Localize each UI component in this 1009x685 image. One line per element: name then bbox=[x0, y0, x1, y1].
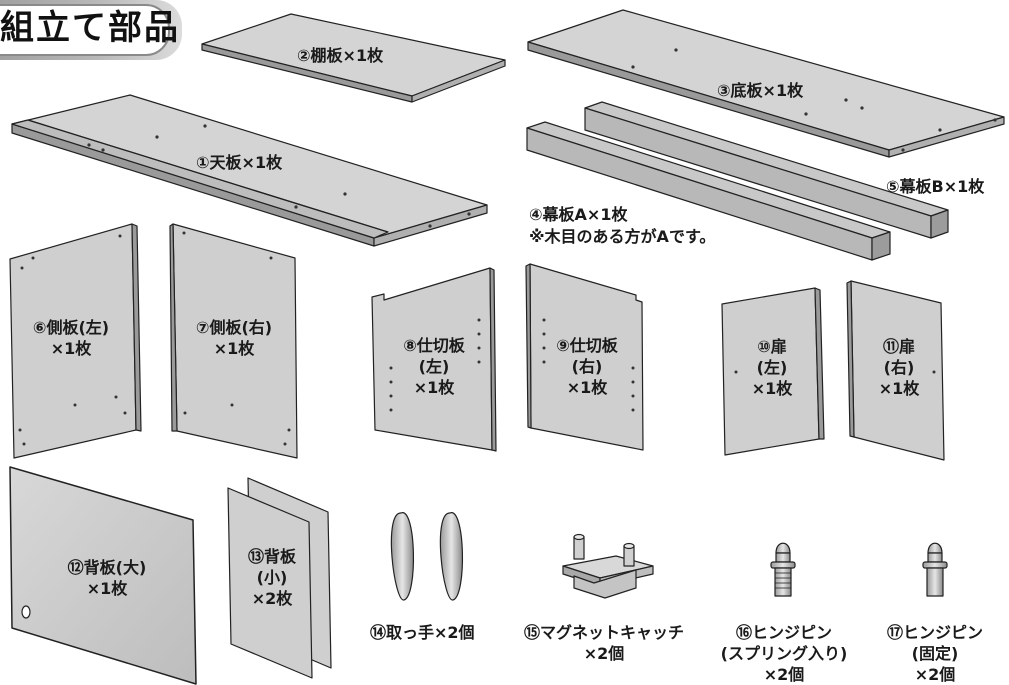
header-title: 組立て部品 bbox=[0, 8, 180, 48]
label-door-right: ⑪扉(右)×1枚 bbox=[878, 337, 920, 398]
hinge-pin-fixed-17 bbox=[922, 542, 948, 597]
label-top-board: ①天板×1枚 bbox=[196, 153, 283, 172]
label-back-board-small: ⑬背板(小)×2枚 bbox=[247, 547, 296, 608]
label-bottom-board: ③底板×1枚 bbox=[717, 81, 804, 100]
apron-b-5 bbox=[584, 101, 949, 239]
side-board-left-6 bbox=[9, 223, 142, 459]
handle-14 bbox=[390, 512, 463, 601]
label-shelf-board: ②棚板×1枚 bbox=[297, 46, 384, 65]
label-apron-a: ④幕板A×1枚 bbox=[529, 205, 628, 224]
label-back-board-large: ⑫背板(大)×1枚 bbox=[67, 558, 147, 598]
label-door-left: ⑩扉(左)×1枚 bbox=[751, 337, 793, 398]
bottom-board-3 bbox=[527, 9, 1005, 158]
apron-a-4 bbox=[526, 121, 891, 261]
label-apron-b: ⑤幕板B×1枚 bbox=[886, 177, 985, 196]
label-handle: ⑭取っ手×2個 bbox=[370, 623, 475, 642]
partition-right-9 bbox=[525, 263, 644, 451]
label-partition-left: ⑧仕切板(左)×1枚 bbox=[403, 336, 465, 397]
door-left-10 bbox=[721, 287, 825, 456]
label-partition-right: ⑨仕切板(右)×1枚 bbox=[556, 336, 618, 397]
back-board-large-12 bbox=[9, 466, 197, 685]
shelf-board-2 bbox=[201, 13, 506, 103]
label-side-board-left: ⑥側板(左)×1枚 bbox=[32, 318, 110, 358]
magnet-catch-15 bbox=[562, 533, 654, 599]
side-board-right-7 bbox=[169, 223, 298, 459]
label-magnet-catch: ⑮マグネットキャッチ×2個 bbox=[523, 623, 684, 663]
door-right-11 bbox=[846, 280, 945, 461]
label-hinge-pin-spring: ⑯ヒンジピン(スプリング入り)×2個 bbox=[720, 623, 848, 684]
partition-left-8 bbox=[371, 267, 497, 452]
back-board-small-13 bbox=[227, 477, 332, 679]
header-badge bbox=[0, 4, 170, 56]
label-hinge-pin-fixed: ⑰ヒンジピン(固定)×2個 bbox=[886, 623, 983, 684]
hinge-pin-spring-16 bbox=[770, 542, 796, 597]
label-side-board-right: ⑦側板(右)×1枚 bbox=[195, 318, 273, 358]
top-board-1 bbox=[11, 94, 488, 247]
label-apron-a-note: ※木目のある方がAです。 bbox=[529, 227, 716, 246]
